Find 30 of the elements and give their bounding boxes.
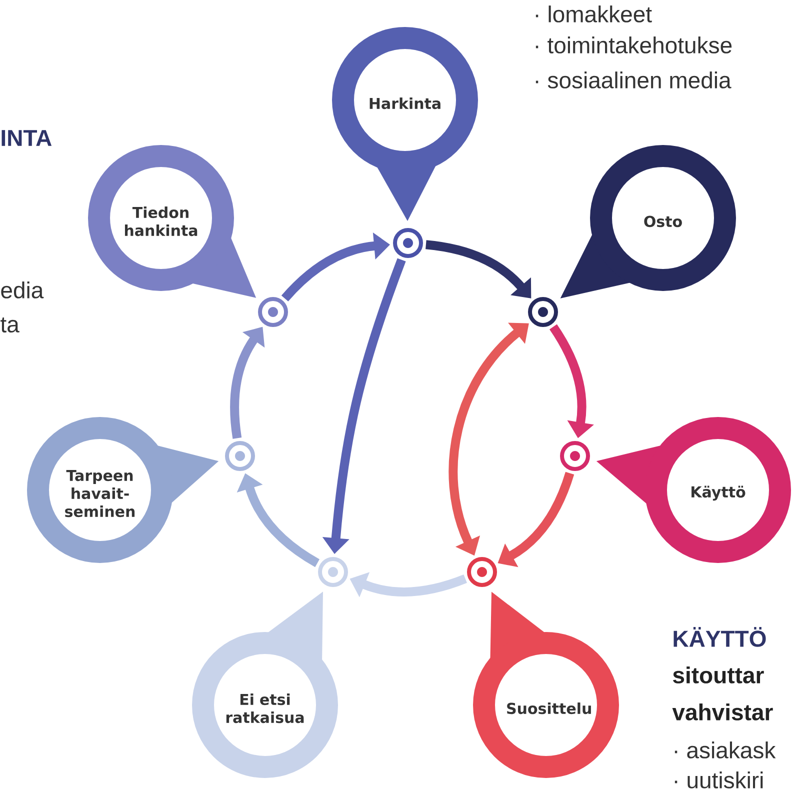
target-dot	[560, 441, 590, 471]
target-dot	[393, 228, 423, 258]
node-label: Käyttö	[692, 486, 746, 501]
speech-bubble: Osto	[560, 145, 736, 298]
target-dot	[528, 297, 558, 327]
side-text: · uutiskiri	[674, 772, 763, 788]
speech-bubble: Ei etsi ratkaisua	[192, 592, 338, 778]
side-text: INTA	[2, 130, 52, 146]
side-text: · toimintakehotukse	[536, 36, 732, 54]
node-label: Ei etsi ratkaisua	[226, 693, 304, 724]
target-dot	[467, 556, 497, 587]
side-text: · asiakask	[674, 742, 776, 758]
speech-bubble: Suosittelu	[473, 592, 619, 778]
side-text: ta	[0, 317, 20, 333]
side-text: KÄYTTÖ	[674, 627, 766, 647]
target-dot	[318, 556, 348, 587]
node-label: Suosittelu	[507, 702, 591, 714]
side-text: vahvistar	[672, 704, 773, 720]
side-text: sitouttar	[673, 666, 764, 684]
target-dot	[258, 297, 288, 327]
speech-bubble: Tiedon hankinta	[88, 145, 256, 298]
side-text: edia	[1, 282, 44, 298]
side-text: · sosiaalinen media	[536, 72, 732, 88]
node-label: Tarpeen havait- seminen	[65, 470, 135, 518]
side-text: · lomakkeet	[536, 6, 652, 22]
speech-bubble: Harkinta	[332, 27, 478, 221]
target-dot	[225, 441, 255, 471]
speech-bubble: Käyttö	[596, 417, 791, 563]
speech-bubble: Tarpeen havait- seminen	[27, 417, 219, 563]
node-label: Osto	[644, 216, 682, 228]
